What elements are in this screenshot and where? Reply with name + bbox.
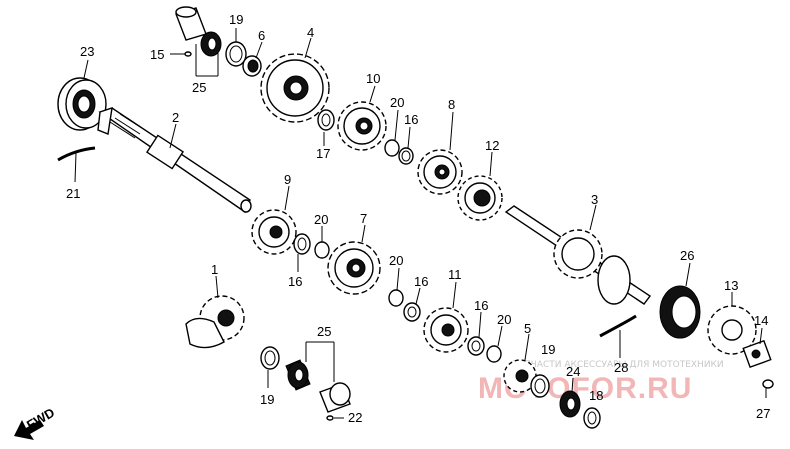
part-17-washer	[317, 109, 335, 146]
part-15-pin	[170, 51, 192, 57]
part-16-lower-washer	[467, 311, 485, 356]
callout-20-center: 20	[389, 253, 403, 268]
part-27-bolt	[762, 379, 774, 398]
callout-13: 13	[724, 278, 738, 293]
callout-5: 5	[524, 321, 531, 336]
part-25-bottom-needle-bearing	[285, 341, 335, 391]
fwd-label: FWD	[24, 405, 57, 433]
callout-27: 27	[756, 406, 770, 421]
callout-24: 24	[566, 364, 580, 379]
part-19-bottom-washer	[260, 346, 280, 388]
part-2-main-shaft	[97, 106, 252, 214]
callout-1: 1	[211, 262, 218, 277]
callout-4: 4	[307, 25, 314, 40]
part-12-gear	[457, 151, 503, 221]
part-8-gear	[417, 111, 463, 195]
callout-15: 15	[150, 47, 164, 62]
part-21-circlip	[57, 146, 96, 183]
part-20-center-circlip	[388, 267, 404, 307]
part-7-gear	[327, 224, 381, 295]
callout-19-upper: 19	[229, 12, 243, 27]
part-4-gear	[260, 37, 330, 123]
callout-12: 12	[485, 138, 499, 153]
part-25-upper-needle-bearing	[195, 31, 222, 77]
part-19-upper-washer	[225, 28, 247, 67]
callout-26: 26	[680, 248, 694, 263]
part-1-gear-assembly	[185, 275, 245, 349]
part-6-bushing	[242, 41, 263, 77]
callout-28: 28	[614, 360, 628, 375]
part-20-upper-circlip	[384, 109, 400, 157]
callout-23: 23	[80, 44, 94, 59]
part-19-lower-washer	[530, 374, 550, 398]
callout-20-lower: 20	[497, 312, 511, 327]
callout-16-lower: 16	[474, 298, 488, 313]
part-13-sprocket	[707, 292, 757, 355]
part-16-middle-washer	[293, 233, 311, 272]
callout-8: 8	[448, 97, 455, 112]
callout-22: 22	[348, 410, 362, 425]
part-16-upper-washer	[398, 126, 414, 165]
part-18-washer	[583, 407, 601, 429]
callout-19-bottom: 19	[260, 392, 274, 407]
callout-25-lower: 25	[317, 324, 331, 339]
part-28-circlip	[599, 314, 637, 358]
part-9-gear	[251, 185, 297, 255]
part-3-countershaft	[504, 204, 652, 305]
part-22-pin	[326, 415, 344, 421]
callout-17: 17	[316, 146, 330, 161]
callout-19-lower: 19	[541, 342, 555, 357]
part-16-center-washer	[403, 287, 421, 322]
fwd-arrow-icon: FWD	[14, 405, 57, 440]
callout-18: 18	[589, 388, 603, 403]
part-14-lock-plate	[742, 327, 772, 369]
part-26-oil-seal	[659, 262, 701, 339]
callout-20-middle: 20	[314, 212, 328, 227]
callout-14: 14	[754, 313, 768, 328]
callout-16-middle: 16	[288, 274, 302, 289]
callouts: 23 15 19 25 6 4 2 21 10 20 16 17 8 12 9 …	[66, 12, 770, 425]
part-22-bushing	[319, 382, 351, 413]
part-10-gear	[337, 85, 387, 151]
part-25-upper-bushing	[175, 6, 207, 41]
callout-25-upper: 25	[192, 80, 206, 95]
callout-10: 10	[366, 71, 380, 86]
part-11-gear	[423, 281, 469, 353]
part-24-needle-bearing	[559, 377, 581, 418]
callout-9: 9	[284, 172, 291, 187]
callout-16-upper: 16	[404, 112, 418, 127]
part-23-bearing	[57, 59, 107, 131]
callout-11: 11	[448, 267, 462, 282]
callout-2: 2	[172, 110, 179, 125]
callout-21: 21	[66, 186, 80, 201]
part-20-middle-circlip	[314, 226, 330, 259]
callout-16-center: 16	[414, 274, 428, 289]
callout-7: 7	[360, 211, 367, 226]
callout-6: 6	[258, 28, 265, 43]
part-20-lower-circlip	[486, 325, 503, 363]
callout-20-upper: 20	[390, 95, 404, 110]
callout-3: 3	[591, 192, 598, 207]
watermark-caption: ЗАПЧАСТИ АКСЕССУАРЫ ДЛЯ МОТОТЕХНИКИ	[512, 360, 724, 370]
